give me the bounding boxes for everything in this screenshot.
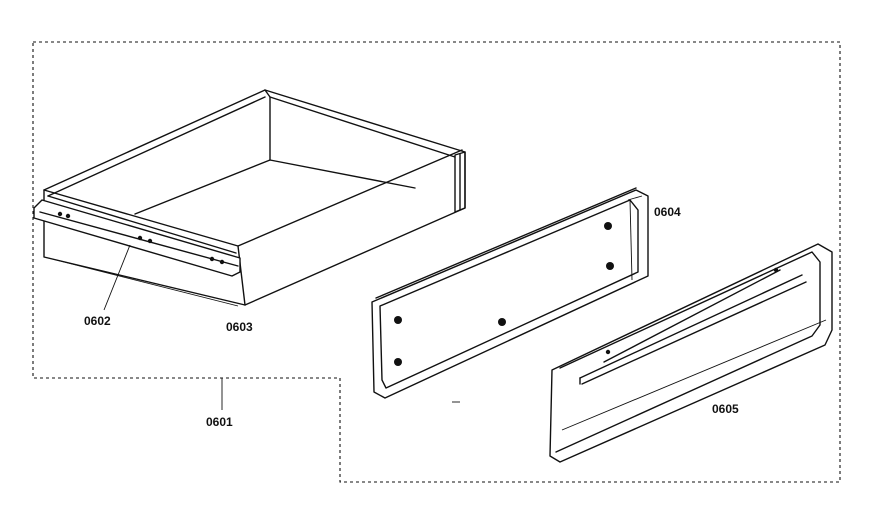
part-label-0605: 0605 [712,402,739,416]
part-label-0602: 0602 [84,314,111,328]
part-label-0601: 0601 [206,415,233,429]
leader-line-0602 [103,244,131,311]
inner-panel-0604 [371,187,649,399]
assembly-boundary-0601 [32,41,841,483]
slide-rail-0602 [33,199,241,277]
drawer-box-0603 [43,89,466,307]
drawer-front-0605 [549,243,833,463]
part-label-0604: 0604 [654,205,681,219]
part-label-0603: 0603 [226,320,253,334]
